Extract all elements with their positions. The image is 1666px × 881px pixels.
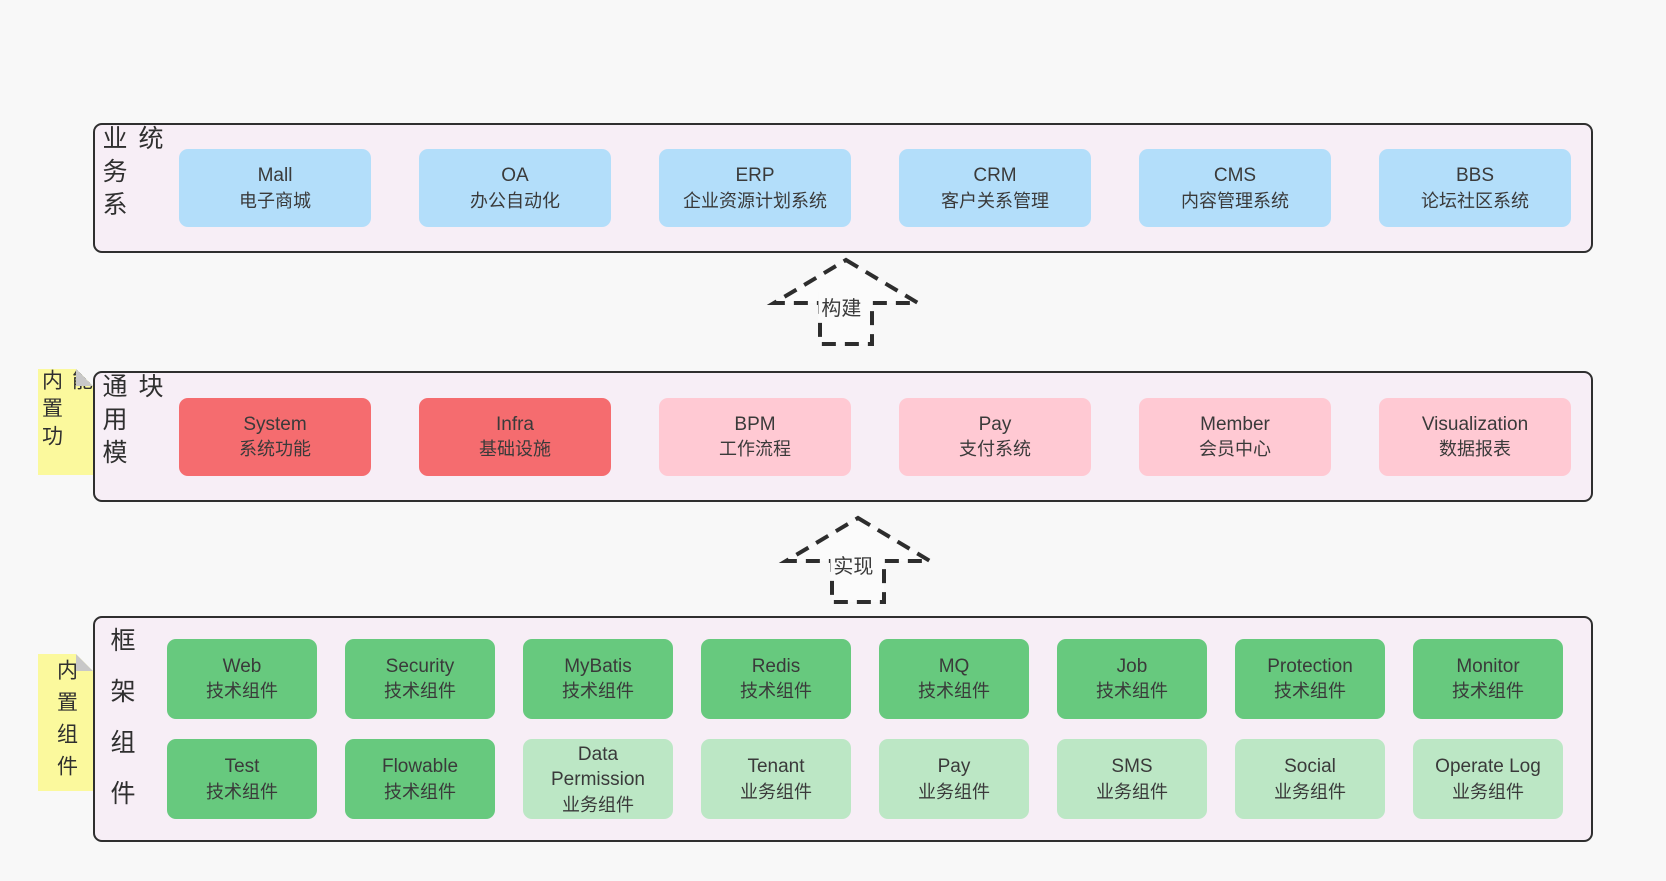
box-mq: MQ 技术组件	[879, 638, 1029, 719]
box-operate-log: Operate Log 业务组件	[1413, 739, 1563, 820]
band-framework-components: 框架组件 Web 技术组件 Security 技术组件 MyBatis 技术组件…	[93, 616, 1593, 842]
box-bbs: BBS 论坛社区系统	[1379, 149, 1571, 227]
box-protection: Protection 技术组件	[1235, 638, 1385, 719]
box-infra: Infra 基础设施	[419, 397, 611, 476]
band-business-systems: 业务系统 Mall 电子商城 OA 办公自动化 ERP 企业资源计划系统 CRM…	[93, 123, 1593, 253]
box-test: Test 技术组件	[167, 739, 317, 820]
band-framework-label: 框架组件	[107, 627, 135, 831]
box-social: Social 业务组件	[1235, 739, 1385, 820]
folded-corner-icon	[76, 654, 93, 671]
box-flowable: Flowable 技术组件	[345, 739, 495, 820]
folded-corner-icon	[76, 369, 93, 386]
arrow-build-label: 构建	[818, 292, 865, 321]
box-mybatis: MyBatis 技术组件	[523, 638, 673, 719]
business-boxes: Mall 电子商城 OA 办公自动化 ERP 企业资源计划系统 CRM 客户关系…	[167, 125, 1591, 251]
box-visualization: Visualization 数据报表	[1379, 397, 1571, 476]
arrow-implement-icon: 实现	[778, 514, 938, 606]
box-crm: CRM 客户关系管理	[899, 149, 1091, 227]
box-tenant: Tenant 业务组件	[701, 739, 851, 820]
band-modules-label: 通用模块	[99, 373, 163, 472]
box-pay-business: Pay 业务组件	[879, 739, 1029, 820]
band-business-label: 业务系统	[99, 125, 163, 224]
framework-row-1: Web 技术组件 Security 技术组件 MyBatis 技术组件 Redi…	[147, 638, 1591, 719]
sticky-note-builtin-functions: 内置功能	[38, 369, 93, 475]
box-erp: ERP 企业资源计划系统	[659, 149, 851, 227]
framework-row-2: Test 技术组件 Flowable 技术组件 Data Permission …	[147, 739, 1591, 820]
sticky-note-builtin-components: 内置组件	[38, 654, 93, 791]
arrow-build-icon: 构建	[766, 256, 926, 348]
framework-rows: Web 技术组件 Security 技术组件 MyBatis 技术组件 Redi…	[147, 618, 1591, 840]
box-redis: Redis 技术组件	[701, 638, 851, 719]
box-cms: CMS 内容管理系统	[1139, 149, 1331, 227]
box-security: Security 技术组件	[345, 638, 495, 719]
box-web: Web 技术组件	[167, 638, 317, 719]
box-system: System 系统功能	[179, 397, 371, 476]
module-boxes: System 系统功能 Infra 基础设施 BPM 工作流程 Pay 支付系统…	[167, 373, 1591, 500]
box-sms: SMS 业务组件	[1057, 739, 1207, 820]
box-job: Job 技术组件	[1057, 638, 1207, 719]
box-mall: Mall 电子商城	[179, 149, 371, 227]
box-data-permission: Data Permission 业务组件	[523, 739, 673, 820]
band-common-modules: 通用模块 System 系统功能 Infra 基础设施 BPM 工作流程 Pay…	[93, 371, 1593, 502]
box-oa: OA 办公自动化	[419, 149, 611, 227]
box-pay: Pay 支付系统	[899, 397, 1091, 476]
arrow-implement-label: 实现	[830, 550, 877, 579]
box-member: Member 会员中心	[1139, 397, 1331, 476]
box-monitor: Monitor 技术组件	[1413, 638, 1563, 719]
box-bpm: BPM 工作流程	[659, 397, 851, 476]
